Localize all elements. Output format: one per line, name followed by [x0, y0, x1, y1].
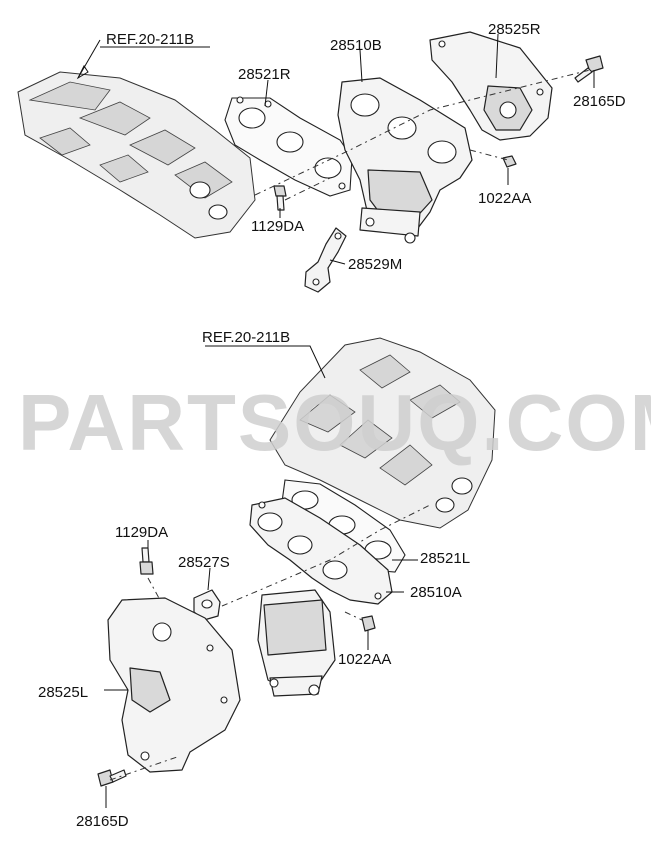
label-28165D-top: 28165D — [573, 93, 626, 110]
label-28521L: 28521L — [420, 550, 470, 567]
label-ref-top: REF.20-211B — [106, 31, 194, 48]
heat-shield-28525L — [107, 597, 241, 773]
heat-shield-28525R — [429, 31, 553, 141]
label-ref-bottom: REF.20-211B — [202, 329, 290, 346]
label-28527S: 28527S — [178, 554, 230, 571]
label-1129DA-bottom: 1129DA — [115, 524, 168, 541]
nut-1022AA-bottom — [361, 615, 376, 632]
bolt-1129DA-bottom — [139, 547, 154, 575]
manifold-28510A — [249, 497, 393, 697]
label-28510A: 28510A — [410, 584, 462, 601]
bolt-28165D-top — [574, 55, 604, 83]
label-28525L: 28525L — [38, 684, 88, 701]
bolt-28165D-bottom — [97, 769, 127, 787]
nut-1022AA-top — [502, 155, 517, 168]
manifold-28510B — [337, 77, 473, 244]
bolt-1129DA-top — [273, 185, 287, 211]
label-1022AA-bottom: 1022AA — [338, 651, 391, 668]
cylinder-head-top — [17, 71, 256, 239]
label-28529M: 28529M — [348, 256, 402, 273]
gasket-28521L — [281, 479, 406, 573]
cylinder-head-bottom — [269, 337, 496, 529]
label-28510B: 28510B — [330, 37, 382, 54]
label-28525R: 28525R — [488, 21, 541, 38]
label-28165D-bottom: 28165D — [76, 813, 129, 830]
watermark: PARTSOUQ.COM — [18, 378, 651, 467]
label-1022AA-top: 1022AA — [478, 190, 531, 207]
gasket-28521R — [224, 96, 353, 197]
bracket-28529M — [304, 227, 347, 293]
label-1129DA-top: 1129DA — [251, 218, 304, 235]
label-28521R: 28521R — [238, 66, 291, 83]
